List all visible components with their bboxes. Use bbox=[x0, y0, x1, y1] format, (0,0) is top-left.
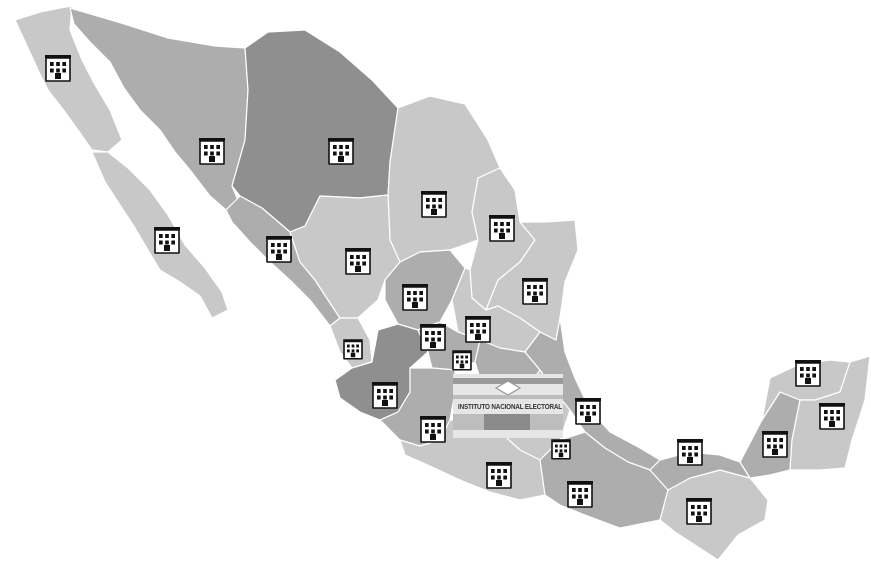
building-icon[interactable] bbox=[154, 227, 180, 254]
building-icon[interactable] bbox=[343, 339, 363, 360]
building-icon[interactable] bbox=[762, 431, 788, 458]
building-icon[interactable] bbox=[45, 55, 71, 82]
building-icon[interactable] bbox=[465, 316, 491, 343]
building-icon[interactable] bbox=[819, 403, 845, 430]
building-icon[interactable] bbox=[575, 398, 601, 425]
building-icon[interactable] bbox=[199, 138, 225, 165]
building-icon[interactable] bbox=[345, 248, 371, 275]
building-icon[interactable] bbox=[420, 416, 446, 443]
building-icon[interactable] bbox=[452, 350, 472, 371]
building-icon[interactable] bbox=[489, 215, 515, 242]
building-icon[interactable] bbox=[486, 462, 512, 489]
building-icon[interactable] bbox=[677, 439, 703, 466]
building-icon[interactable] bbox=[551, 439, 571, 460]
building-icon[interactable] bbox=[522, 278, 548, 305]
office-markers bbox=[45, 55, 845, 525]
building-icon[interactable] bbox=[421, 191, 447, 218]
building-icon[interactable] bbox=[266, 236, 292, 263]
building-icon[interactable] bbox=[372, 382, 398, 409]
ine-logo-text: INSTITUTO NACIONAL ELECTORAL bbox=[458, 402, 563, 411]
ine-logo: INSTITUTO NACIONAL ELECTORAL bbox=[453, 374, 563, 438]
building-icon[interactable] bbox=[402, 284, 428, 311]
building-icon[interactable] bbox=[328, 138, 354, 165]
building-icon[interactable] bbox=[420, 324, 446, 351]
building-icon[interactable] bbox=[795, 360, 821, 387]
building-icon[interactable] bbox=[686, 498, 712, 525]
building-icon[interactable] bbox=[567, 481, 593, 508]
